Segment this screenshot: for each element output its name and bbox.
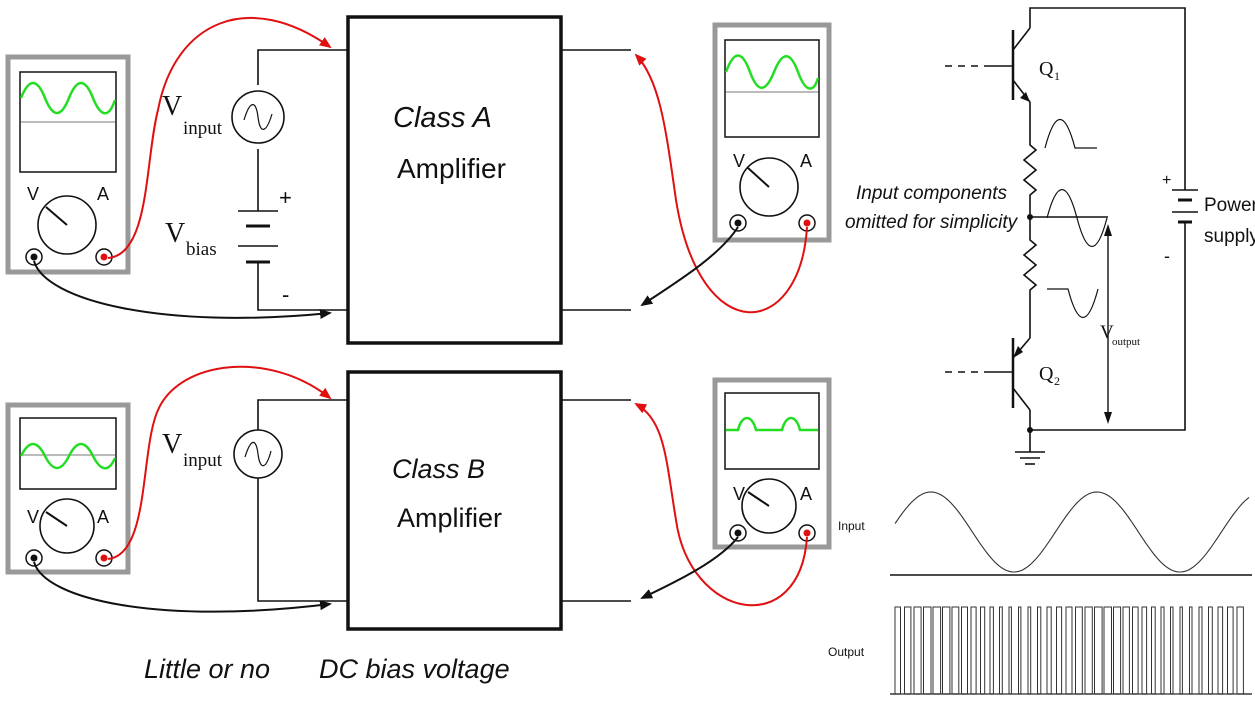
class-a-amplifier-box	[346, 15, 563, 345]
positive-half-wave-icon	[1044, 118, 1097, 149]
supply-label-line2: supply	[1204, 226, 1255, 247]
half-wave-trace	[726, 416, 818, 432]
input-waveform-label: Input	[838, 519, 865, 533]
class-a-vbias-label: V	[165, 218, 185, 249]
q1-sub: 1	[1054, 69, 1060, 83]
class-b-title: Class B	[392, 454, 485, 484]
class-b-caption-left: Little or no	[144, 654, 270, 684]
meter-a-label: A	[800, 484, 812, 504]
q2-sub: 2	[1054, 374, 1060, 388]
class-a-output-meter: V A	[712, 22, 832, 243]
output-sine-trace	[724, 54, 820, 90]
meter-a-label: A	[97, 507, 109, 527]
class-a-input-meter: V A	[5, 54, 131, 275]
class-a-bias-plus: +	[279, 185, 292, 210]
power-supply-battery-icon	[1172, 189, 1198, 230]
voutput-label: V	[1100, 322, 1114, 343]
class-b-amplifier-label: Amplifier	[397, 503, 502, 533]
output-waveform-label: Output	[828, 645, 865, 659]
class-b-input-meter: V A	[5, 402, 131, 575]
class-a-title: Class A	[393, 102, 492, 134]
supply-label-line1: Power	[1204, 195, 1255, 216]
meter-a-label: A	[800, 151, 812, 171]
voutput-sub: output	[1112, 336, 1140, 348]
q1-label: Q	[1039, 58, 1054, 80]
bias-battery-icon	[238, 195, 278, 280]
ac-source-icon	[231, 90, 285, 144]
class-a-vinput-label: V	[162, 91, 182, 122]
class-a-amplifier-label: Amplifier	[397, 153, 506, 184]
pwm-waveforms: Input Output	[828, 491, 1252, 695]
supply-plus: +	[1162, 172, 1171, 189]
ac-source-icon	[233, 429, 283, 479]
class-b-caption-right: DC bias voltage	[319, 654, 510, 684]
transistor-q1-icon	[945, 7, 1186, 190]
class-a-vbias-sub: bias	[186, 239, 217, 260]
push-pull-schematic: Q 1 Q 2	[845, 7, 1255, 465]
meter-v-label: V	[27, 184, 39, 204]
class-b-amplifier-box	[346, 370, 563, 631]
class-b-vinput-label: V	[162, 429, 182, 460]
input-sine-trace	[19, 81, 117, 115]
note-line1: Input components	[856, 183, 1008, 204]
class-b-circuit: Class B Amplifier V input V A	[5, 365, 832, 684]
input-sine-waveform	[894, 491, 1250, 573]
note-line2: omitted for simplicity	[845, 212, 1019, 233]
class-b-vinput-sub: input	[183, 450, 223, 471]
ground-icon	[1015, 430, 1045, 465]
supply-minus: -	[1164, 246, 1170, 266]
class-a-circuit: Class A Amplifier V input + - V bias	[5, 15, 832, 345]
meter-v-label: V	[733, 151, 745, 171]
output-pwm-waveform	[894, 606, 1244, 695]
meter-a-label: A	[97, 184, 109, 204]
negative-half-wave-icon	[1047, 288, 1099, 319]
full-wave-icon	[1046, 188, 1108, 248]
transistor-q2-icon	[945, 230, 1186, 431]
meter-v-label: V	[733, 484, 745, 504]
meter-v-label: V	[27, 507, 39, 527]
class-a-vinput-sub: input	[183, 118, 223, 139]
class-b-output-meter: V A	[712, 377, 832, 550]
class-a-bias-minus: -	[282, 282, 289, 307]
input-sine-trace	[19, 442, 117, 470]
q2-label: Q	[1039, 363, 1054, 385]
